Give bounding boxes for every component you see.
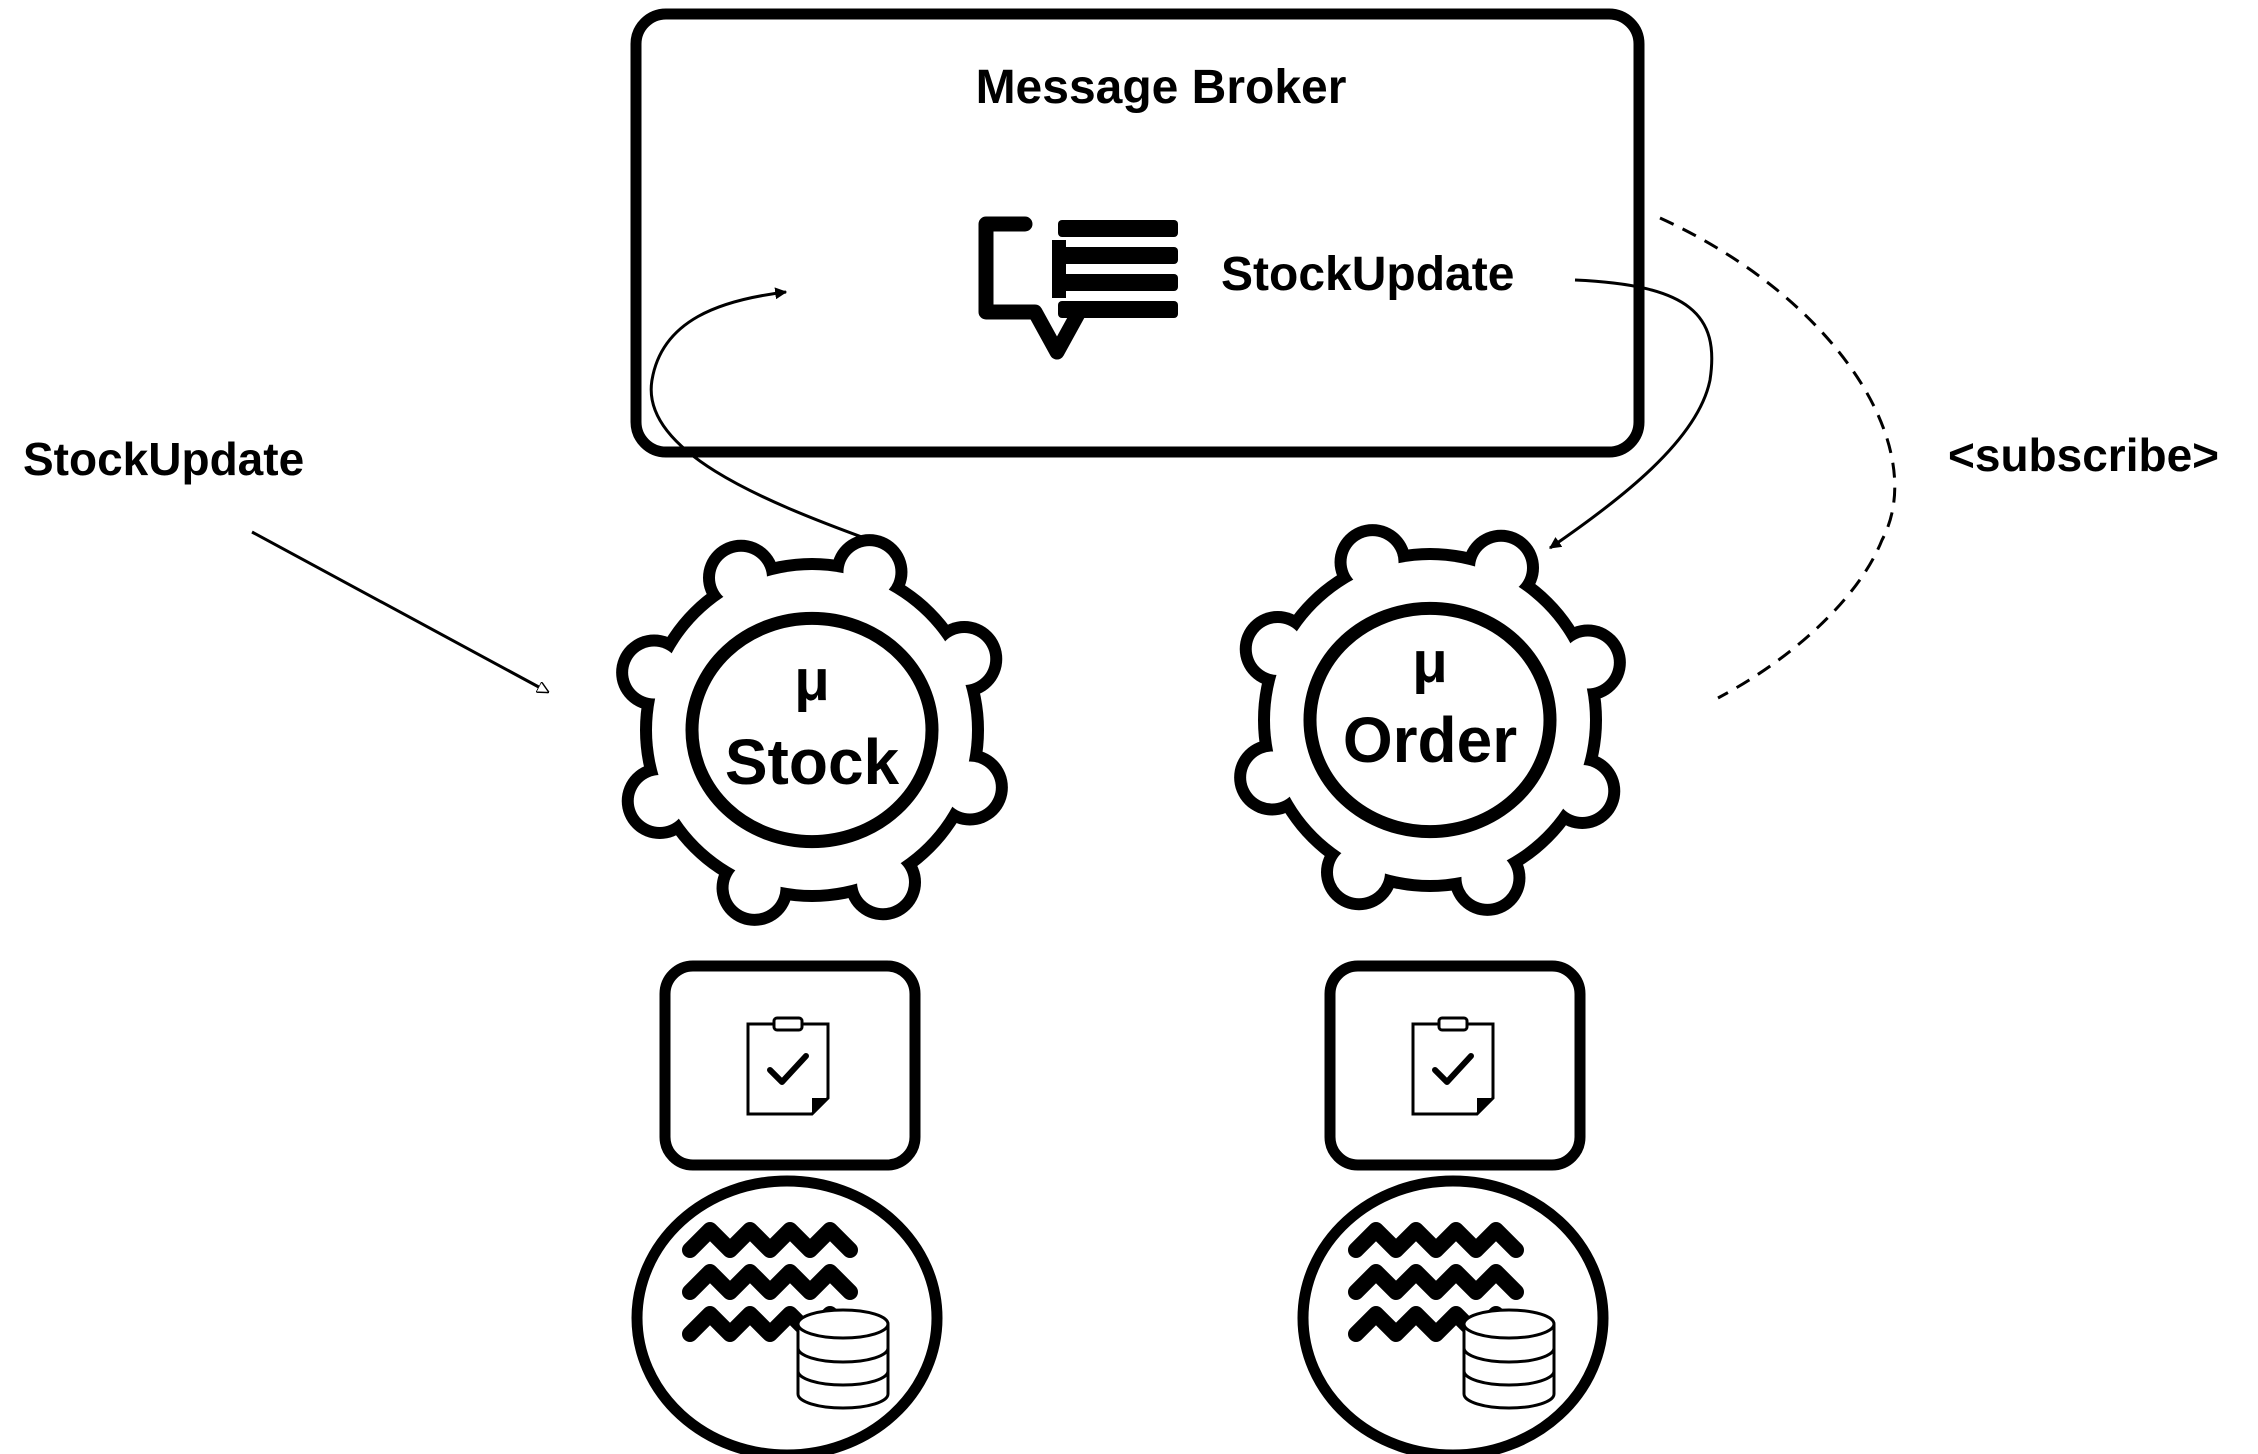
deliver-arrow (1549, 278, 1714, 550)
subscribe-label: <subscribe> (1948, 429, 2219, 481)
data-database-icon (682, 1222, 890, 1410)
database-circle (1297, 1175, 1609, 1454)
message-broker-title: Message Broker (976, 61, 1347, 114)
database-circle (631, 1175, 943, 1454)
service-order: μ Order (1234, 524, 1626, 1454)
gear-icon (1234, 524, 1626, 916)
service-symbol: μ (794, 648, 830, 713)
message-broker: Message Broker StockUpdate (630, 8, 1645, 458)
topic-label: StockUpdate (1221, 248, 1514, 301)
task-box (1324, 960, 1586, 1171)
service-stock: μ Stock (616, 534, 1008, 1454)
publish-arrow (649, 287, 871, 542)
service-symbol: μ (1412, 630, 1448, 695)
data-database-icon (1348, 1222, 1556, 1410)
message-broker-box (630, 8, 1645, 458)
clipboard-check-icon (746, 1016, 830, 1116)
service-name: Stock (725, 726, 900, 798)
message-queue-icon (978, 216, 1178, 360)
clipboard-check-icon (1411, 1016, 1495, 1116)
gear-icon (616, 534, 1008, 926)
incoming-event-label: StockUpdate (23, 433, 304, 485)
service-name: Order (1343, 704, 1517, 776)
incoming-event-arrow (251, 530, 548, 692)
subscribe-dashed-curve (1659, 216, 1897, 700)
task-box (659, 960, 921, 1171)
